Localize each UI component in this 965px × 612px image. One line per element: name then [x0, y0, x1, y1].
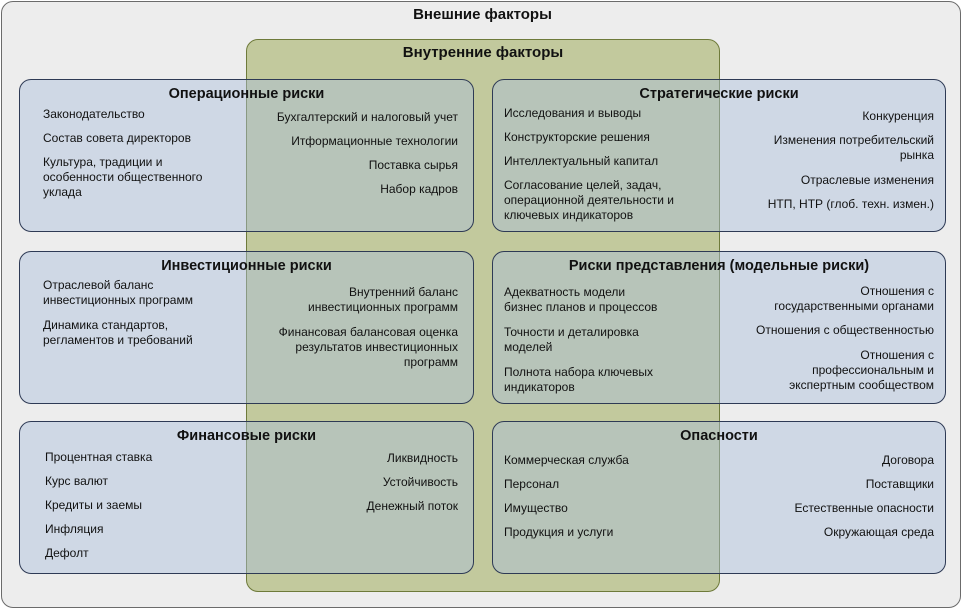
list-item: Согласование целей, задач, операционной …: [504, 178, 675, 222]
list-item: Устойчивость: [382, 475, 458, 489]
strategic-risks-title: Стратегические риски: [639, 86, 799, 102]
external-factors-title: Внешние факторы: [413, 6, 552, 23]
internal-factors-title: Внутренние факторы: [402, 44, 564, 61]
list-item: Процентная ставка: [45, 450, 153, 464]
list-item: Отношения с государственными органами: [774, 284, 934, 313]
list-item: Договора: [882, 453, 934, 467]
operational-risks-title: Операционные риски: [168, 86, 325, 102]
list-item: Отраслевые изменения: [800, 173, 934, 187]
list-item: Набор кадров: [380, 182, 458, 196]
list-item: Продукция и услуги: [504, 525, 614, 539]
list-item: Интеллектуальный капитал: [504, 154, 659, 168]
list-item: Внутренний баланс инвестиционных програм…: [308, 285, 458, 314]
list-item: Окружающая среда: [823, 525, 934, 539]
list-item: Поставщики: [865, 477, 934, 491]
list-item: Денежный поток: [366, 499, 458, 513]
internal-factors-frame: [246, 39, 720, 592]
list-item: Изменения потребительский рынка: [773, 133, 934, 162]
list-item: Исследования и выводы: [504, 106, 642, 120]
list-item: Адекватность модели бизнес планов и проц…: [504, 285, 658, 314]
list-item: Ликвидность: [387, 451, 458, 465]
list-item: Культура, традиции и особенности обществ…: [43, 155, 203, 199]
list-item: Коммерческая служба: [504, 453, 629, 467]
list-item: Курс валют: [45, 474, 109, 488]
list-item: Имущество: [504, 501, 568, 515]
list-item: Персонал: [504, 477, 560, 491]
list-item: Инфляция: [45, 522, 104, 536]
list-item: Конструкторские решения: [504, 130, 650, 144]
hazards-box: Опасности Коммерческая служба Персонал И…: [492, 421, 946, 574]
list-item: Отношения с профессиональным и экспертны…: [789, 348, 934, 392]
list-item: Поставка сырья: [368, 158, 458, 172]
representation-risks-box: Риски представления (модельные риски) Ад…: [492, 251, 946, 404]
operational-risks-box: Операционные риски Законодательство Сост…: [19, 79, 474, 232]
list-item: Отношения с общественностью: [756, 323, 934, 337]
list-item: Конкуренция: [862, 109, 934, 123]
list-item: Финансовая балансовая оценка результатов…: [278, 325, 458, 369]
list-item: Динамика стандартов, регламентов и требо…: [43, 318, 193, 347]
investment-risks-title: Инвестиционные риски: [161, 258, 332, 274]
list-item: Естественные опасности: [794, 501, 934, 515]
investment-risks-box: Инвестиционные риски Отраслевой баланс и…: [19, 251, 474, 404]
list-item: Дефолт: [45, 546, 89, 560]
list-item: Полнота набора ключевых индикаторов: [504, 365, 654, 394]
list-item: Точности и деталировка моделей: [504, 325, 639, 354]
list-item: Кредиты и заемы: [45, 498, 142, 512]
list-item: Законодательство: [43, 107, 145, 121]
representation-risks-title: Риски представления (модельные риски): [568, 258, 870, 274]
financial-risks-box: Финансовые риски Процентная ставка Курс …: [19, 421, 474, 574]
hazards-title: Опасности: [680, 428, 758, 444]
financial-risks-title: Финансовые риски: [176, 428, 317, 444]
list-item: Состав совета директоров: [43, 131, 191, 145]
list-item: Бухгалтерский и налоговый учет: [276, 110, 458, 124]
strategic-risks-box: Стратегические риски Исследования и выво…: [492, 79, 946, 232]
list-item: Итформационные технологии: [291, 134, 458, 148]
list-item: НТП, НТР (глоб. техн. измен.): [767, 197, 934, 211]
list-item: Отраслевой баланс инвестиционных програм…: [43, 278, 193, 307]
